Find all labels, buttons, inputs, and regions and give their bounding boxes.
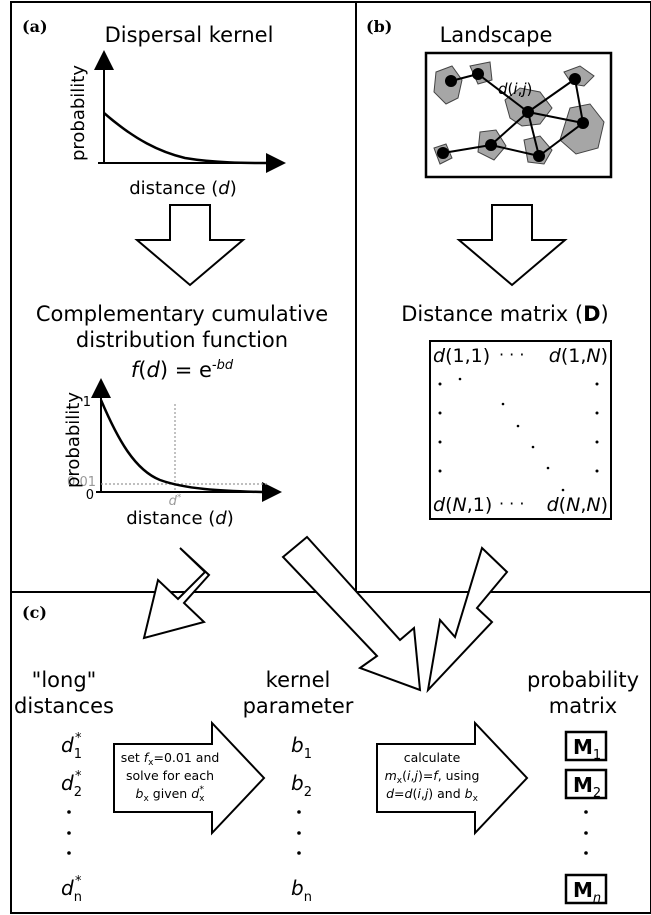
step-arrow-2	[376, 720, 529, 836]
patch-node	[577, 117, 589, 129]
figure-border	[10, 1, 651, 914]
param-bn: bn	[291, 876, 312, 905]
patch-node	[485, 139, 497, 151]
tick-zero: 0	[86, 488, 94, 503]
formula: f(d) = e-bd	[131, 358, 234, 382]
distance-d1: d1*	[61, 731, 82, 762]
edge-label: d(i,j)	[498, 80, 532, 98]
kernel-curve	[103, 112, 269, 165]
tick-001: 0.01	[67, 475, 96, 490]
kernel-title: Dispersal kernel	[105, 23, 274, 47]
ccdf-title-line1: Complementary cumulative	[36, 302, 328, 326]
patch-node	[533, 150, 545, 162]
matrix-bottom-right: d(N,N)	[547, 494, 608, 516]
distance-dn: dn*	[61, 874, 82, 905]
matrix-top-right: d(1,N)	[549, 345, 608, 367]
arrow1-line1: set fx=0.01 and	[121, 750, 220, 768]
arrow2-line3: d=d(i,j) and bx	[386, 786, 478, 804]
patch-node	[437, 147, 449, 159]
panel-a-label: (a)	[22, 17, 48, 36]
matrix-m2-box	[564, 768, 608, 800]
kernel-x-label: distance (d)	[129, 178, 236, 199]
kernel-y-label: probability	[68, 65, 89, 161]
kernel-plot: probability distance (d)	[68, 50, 286, 199]
param-b1: b1	[291, 733, 312, 762]
panel-c-label: (c)	[22, 603, 47, 622]
col1-header-line1: "long"	[32, 668, 97, 692]
diag-arrow-left	[142, 547, 211, 640]
panel-b-label: (b)	[366, 17, 392, 36]
distance-matrix: d(1,1) · · · d(1,N) d(N,1) · · · d(N,N)	[429, 340, 612, 520]
distances-column: d1* d2* dn*	[61, 731, 82, 905]
patch-node	[445, 75, 457, 87]
distance-d2: d2*	[61, 769, 82, 800]
tick-one: 1	[83, 395, 91, 410]
ccdf-title-line2: distribution function	[76, 328, 288, 352]
arrow2-line2: mx(i,j)=f, using	[385, 768, 480, 786]
ccdf-y-label: probability	[63, 392, 84, 488]
arrow1-line2: solve for each	[126, 768, 214, 783]
diag-arrow-middle	[281, 535, 422, 692]
d-star-tick: d*	[169, 493, 182, 509]
col2-header-line2: parameter	[243, 694, 354, 718]
col2-header-line1: kernel	[266, 668, 331, 692]
landscape-map: d(i,j)	[424, 51, 613, 179]
ccdf-x-label: distance (d)	[126, 508, 233, 529]
down-arrow-a	[134, 204, 246, 287]
param-b2: b2	[291, 771, 312, 800]
patch-node	[522, 106, 534, 118]
col1-header-line2: distances	[14, 694, 114, 718]
landscape-title: Landscape	[440, 23, 553, 47]
arrow2-line1: calculate	[404, 750, 461, 765]
matrix-bottom-left: d(N,1)	[433, 494, 492, 516]
ccdf-plot: 1 0 0.01 d* probability distance (d)	[63, 378, 282, 529]
patch-node	[472, 68, 484, 80]
matrix-title: Distance matrix (D)	[401, 302, 608, 326]
ccdf-curve	[99, 399, 263, 494]
down-arrow-b	[456, 204, 568, 287]
parameters-column: b1 b2 bn	[291, 733, 312, 905]
matrix-bottom-dots: · · ·	[499, 494, 524, 513]
matrix-top-dots: · · ·	[499, 345, 524, 364]
matrix-frame	[429, 340, 612, 520]
col3-header-line1: probability	[527, 668, 639, 692]
step-arrow-1	[113, 720, 266, 836]
matrix-m1-box	[564, 730, 608, 762]
matrix-mn-box	[564, 873, 608, 905]
diag-arrow-right	[426, 546, 509, 694]
arrow1-line3: bx given dx*	[136, 785, 206, 804]
col3-header-line2: matrix	[549, 694, 617, 718]
matrix-top-left: d(1,1)	[433, 345, 490, 367]
matrices-column: M1 M2 Mn	[564, 730, 608, 906]
patch-node	[569, 73, 581, 85]
